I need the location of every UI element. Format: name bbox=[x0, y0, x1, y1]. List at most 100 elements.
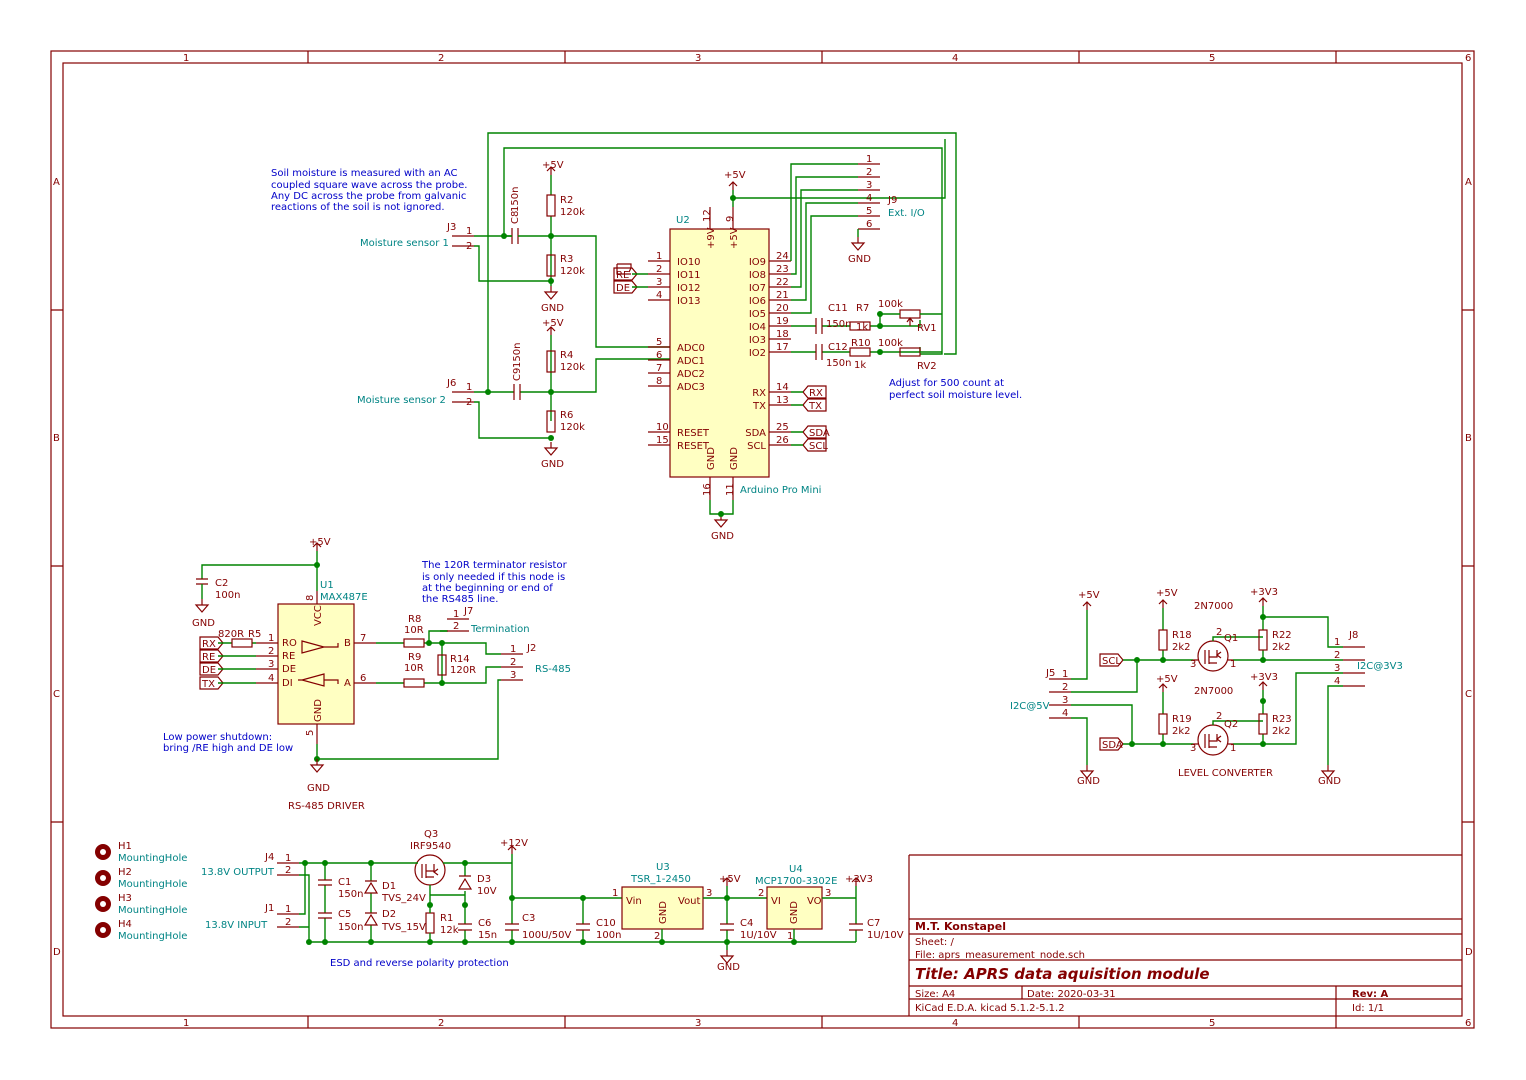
col-marker: 3 bbox=[695, 53, 701, 64]
j8-name: I2C@3V3 bbox=[1357, 661, 1403, 672]
u4-pin: GND bbox=[789, 901, 800, 924]
svg-text:1: 1 bbox=[285, 853, 291, 864]
svg-text:1: 1 bbox=[1062, 669, 1068, 680]
rv2-ref: RV2 bbox=[917, 361, 937, 372]
svg-text:3: 3 bbox=[510, 670, 516, 681]
term-note-1: The 120R terminator resistor bbox=[421, 560, 568, 571]
pin-num: 8 bbox=[656, 376, 662, 387]
pin-num: 14 bbox=[776, 382, 789, 393]
pin-name: IO7 bbox=[749, 283, 766, 294]
q2-ref: Q2 bbox=[1224, 719, 1238, 730]
pin-num: 23 bbox=[776, 264, 789, 275]
svg-text:1: 1 bbox=[268, 633, 274, 644]
u1-pin: VCC bbox=[313, 605, 324, 626]
c5-value: 150n bbox=[338, 922, 363, 933]
pin-name: IO2 bbox=[749, 348, 766, 359]
u2-right-pins: 24IO923IO822IO721IO620IO519IO418IO317IO2… bbox=[745, 251, 791, 452]
j7-ref: J7 bbox=[463, 606, 473, 617]
c8-ref: C8 bbox=[510, 211, 521, 224]
col-marker: 4 bbox=[952, 53, 958, 64]
rv1-value: 100k bbox=[878, 299, 903, 310]
pin-name: SCL bbox=[747, 441, 766, 452]
pin-num: 26 bbox=[776, 435, 789, 446]
svg-text:1: 1 bbox=[612, 888, 618, 899]
pin-name: ADC3 bbox=[677, 382, 705, 393]
r1-ref: R1 bbox=[440, 913, 453, 924]
u4-pin: VO bbox=[807, 896, 822, 907]
svg-text:2: 2 bbox=[285, 917, 291, 928]
pin-num: 3 bbox=[656, 277, 662, 288]
pin-name: IO4 bbox=[749, 322, 766, 333]
c1-value: 150n bbox=[338, 889, 363, 900]
c12-ref: C12 bbox=[828, 342, 848, 353]
pin-name: TX bbox=[752, 401, 766, 412]
gnd-label: GND bbox=[192, 618, 215, 629]
h4-value: MountingHole bbox=[118, 931, 187, 942]
u1-pin: DE bbox=[282, 664, 296, 675]
sheet-label: Sheet: / bbox=[915, 937, 954, 948]
r7-value: 1k bbox=[856, 322, 868, 333]
h3-value: MountingHole bbox=[118, 905, 187, 916]
r18-ref: R18 bbox=[1172, 630, 1192, 641]
svg-text:3: 3 bbox=[1190, 743, 1196, 754]
j5-name: I2C@5V bbox=[1010, 701, 1050, 712]
r22-value: 2k2 bbox=[1272, 642, 1291, 653]
j9-ref: J9 bbox=[887, 195, 897, 206]
c11-value: 150n bbox=[826, 319, 851, 330]
pin-num: 11 bbox=[725, 483, 736, 496]
pin-name: ADC1 bbox=[677, 356, 705, 367]
svg-text:1: 1 bbox=[787, 931, 793, 942]
ext-io-section: 1 2 3 4 5 6 J9 Ext. I/O GND C11 150n R7 … bbox=[790, 154, 1022, 401]
svg-text:3: 3 bbox=[1190, 659, 1196, 670]
c6-value: 15n bbox=[478, 930, 497, 941]
gnd-label: GND bbox=[711, 531, 734, 542]
svg-text:3: 3 bbox=[866, 180, 872, 191]
d1-ref: D1 bbox=[382, 881, 396, 892]
pin-name: ADC2 bbox=[677, 369, 705, 380]
j1-name: 13.8V INPUT bbox=[205, 920, 268, 931]
row-markers: A B C D A B C D bbox=[53, 177, 1473, 958]
r10-ref: R10 bbox=[851, 338, 871, 349]
c4-value: 1U/10V bbox=[740, 930, 777, 941]
q3-ref: Q3 bbox=[424, 829, 438, 840]
svg-text:3: 3 bbox=[825, 888, 831, 899]
u2-left-pins: 1IO102IO113IO124IO135ADC06ADC17ADC28ADC3… bbox=[648, 251, 710, 452]
gnd-label: GND bbox=[1077, 776, 1100, 787]
net-label-de: DE bbox=[616, 283, 630, 294]
pin-name: +5V bbox=[729, 227, 740, 249]
p5v-label: +5V bbox=[719, 874, 741, 885]
col-marker: 4 bbox=[952, 1018, 958, 1029]
pin-name: SDA bbox=[745, 428, 766, 439]
p12v-label: +12V bbox=[500, 838, 528, 849]
d1-value: TVS_24V bbox=[381, 893, 426, 904]
svg-text:2: 2 bbox=[1216, 627, 1222, 638]
c6-ref: C6 bbox=[478, 918, 491, 929]
svg-text:5: 5 bbox=[866, 206, 872, 217]
c11-ref: C11 bbox=[828, 303, 848, 314]
j8-ref: J8 bbox=[1348, 630, 1358, 641]
c2-value: 100n bbox=[215, 590, 240, 601]
u1-pin: DI bbox=[282, 678, 293, 689]
p5v-label: +5V bbox=[309, 537, 331, 548]
j4-ref: J4 bbox=[264, 852, 274, 863]
svg-text:6: 6 bbox=[866, 219, 872, 230]
r9-value: 10R bbox=[404, 663, 424, 674]
u4-value: MCP1700-3302E bbox=[755, 876, 837, 887]
net-label-rx: RX bbox=[202, 639, 216, 650]
svg-text:1: 1 bbox=[1334, 637, 1340, 648]
r5-value: 820R bbox=[218, 629, 244, 640]
j3-ref: J3 bbox=[446, 222, 456, 233]
r3-value: 120k bbox=[560, 266, 585, 277]
tool-label: KiCad E.D.A. kicad 5.1.2-5.1.2 bbox=[915, 1003, 1065, 1014]
d3-value: 10V bbox=[477, 886, 497, 897]
r18-value: 2k2 bbox=[1172, 642, 1191, 653]
j4-name: 13.8V OUTPUT bbox=[201, 867, 275, 878]
pin-num: 18 bbox=[776, 329, 789, 340]
column-markers-top: 1 2 3 4 5 6 bbox=[183, 53, 1471, 64]
u3-ref: U3 bbox=[656, 862, 670, 873]
c10-ref: C10 bbox=[596, 918, 616, 929]
d2-value: TVS_15V bbox=[381, 922, 426, 933]
u3-value: TSR_1-2450 bbox=[630, 874, 691, 885]
pin-name: IO13 bbox=[677, 296, 701, 307]
